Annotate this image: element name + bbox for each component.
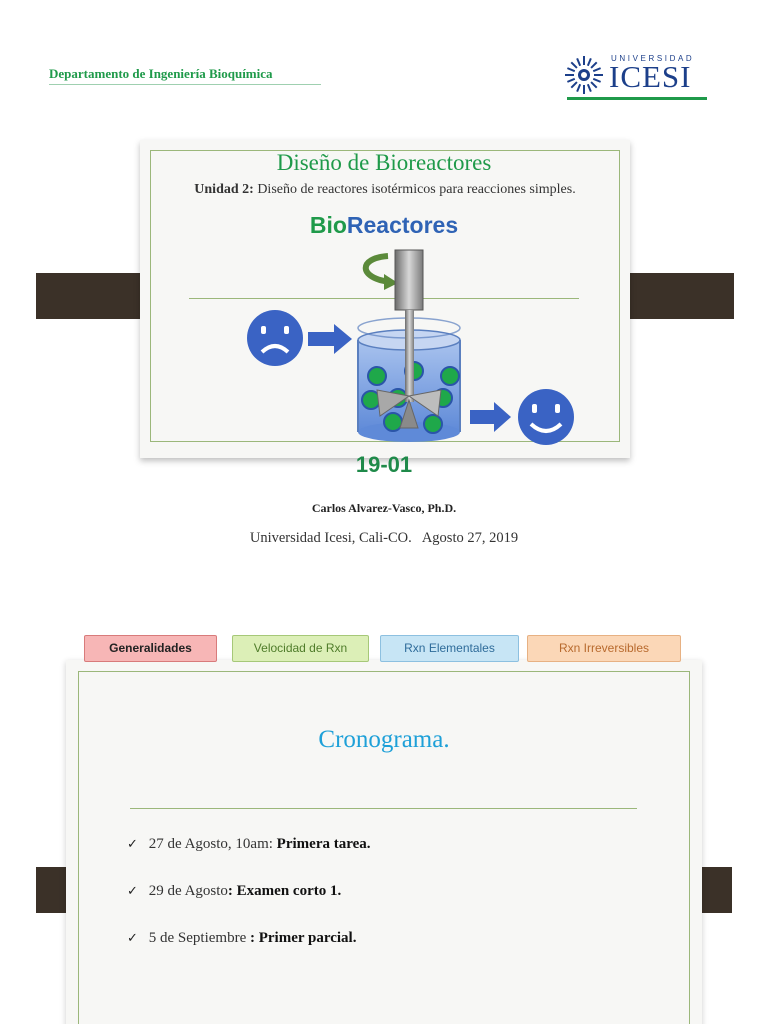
logo-underline — [567, 97, 707, 100]
arrow-right-icon — [308, 324, 352, 354]
affiliation-date: Universidad Icesi, Cali-CO. Agosto 27, 2… — [249, 530, 519, 546]
schedule-title: Cronograma. — [318, 726, 450, 753]
department-header: Departamento de Ingeniería Bioquímica — [49, 66, 273, 81]
tab-rxn-elementales[interactable]: Rxn Elementales — [380, 635, 519, 662]
schedule-item-event: : Examen corto 1. — [227, 883, 342, 899]
schedule-item-date: 5 de Septiembre — [148, 930, 250, 946]
schedule-item-event: Primera tarea. — [276, 836, 371, 852]
bioreactor-icon — [357, 249, 461, 442]
logo-top-text: UNIVERSIDAD — [611, 54, 695, 63]
bioreactor-illustration — [247, 249, 574, 445]
schedule-item-date: 27 de Agosto, 10am: — [148, 836, 277, 852]
unit-label: Unidad 2: — [194, 182, 254, 197]
tab-generalidades[interactable]: Generalidades — [84, 635, 217, 662]
slide-title: Diseño de Bioreactores — [276, 150, 492, 175]
icesi-logo: UNIVERSIDAD ICESI — [563, 50, 708, 100]
schedule-slide-frame — [78, 671, 690, 1024]
unit-description: Diseño de reactores isotérmicos para rea… — [253, 182, 576, 197]
brand-reactores: Reactores — [346, 212, 459, 238]
schedule-item-date: 29 de Agosto — [148, 883, 228, 899]
schedule-item: ✓ 27 de Agosto, 10am: Primera tarea. — [127, 836, 371, 853]
author-name: Carlos Alvarez-Vasco, Ph.D. — [311, 501, 457, 515]
checkmark-icon: ✓ — [127, 884, 138, 899]
title-divider — [189, 298, 579, 299]
title-slide-frame — [150, 150, 620, 442]
schedule-item-event: : Primer parcial. — [249, 930, 357, 946]
header-divider — [49, 84, 321, 85]
tab-rxn-irreversibles[interactable]: Rxn Irreversibles — [527, 635, 681, 662]
schedule-item: ✓ 5 de Septiembre : Primer parcial. — [127, 930, 356, 947]
brand-bio: Bio — [309, 212, 347, 238]
sad-face-icon — [247, 310, 303, 366]
course-code: 19-01 — [355, 452, 413, 477]
happy-face-icon — [518, 389, 574, 445]
checkmark-icon: ✓ — [127, 837, 138, 852]
slide-subtitle: Unidad 2: Diseño de reactores isotérmico… — [140, 182, 630, 198]
tab-velocidad-de-rxn[interactable]: Velocidad de Rxn — [232, 635, 369, 662]
arrow-right-icon — [470, 402, 511, 432]
schedule-divider — [130, 808, 637, 809]
schedule-item: ✓ 29 de Agosto: Examen corto 1. — [127, 883, 341, 900]
bioreactores-wordart: BioReactores — [0, 212, 768, 239]
university-seal-icon — [565, 56, 603, 94]
schedule-slide-card — [66, 660, 702, 1024]
checkmark-icon: ✓ — [127, 931, 138, 946]
rotation-arrow-icon — [362, 253, 398, 290]
logo-name: ICESI — [609, 59, 692, 94]
